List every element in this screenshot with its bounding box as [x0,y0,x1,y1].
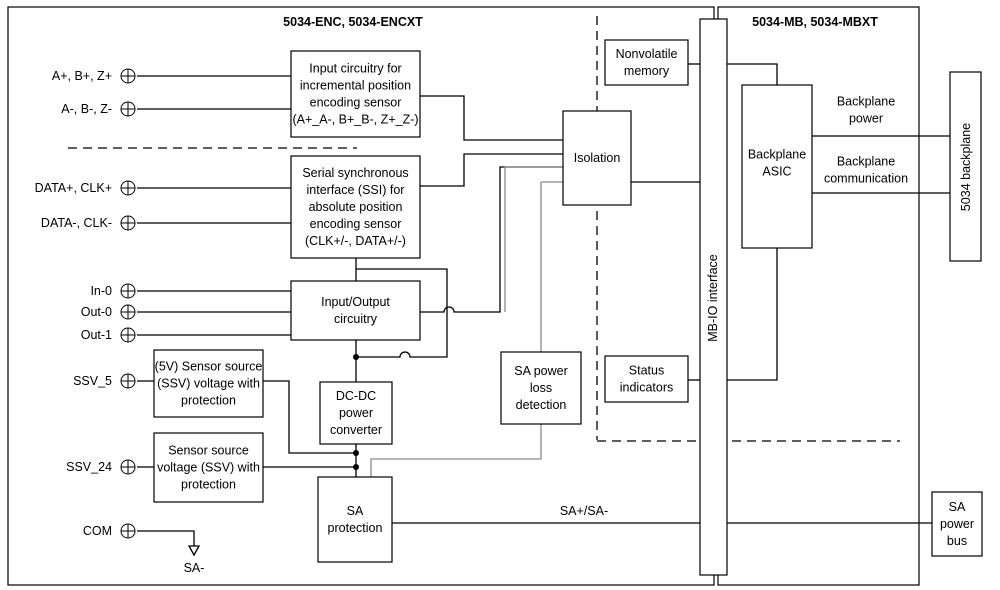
terminal-label: DATA+, CLK+ [35,181,112,195]
sa-power-bus-block-label: power [940,517,974,531]
io-circuitry-block-label: Input/Output [321,295,390,309]
mb-module-title: 5034-MB, 5034-MBXT [752,15,878,29]
sensor-24v-block-label: protection [181,478,236,492]
isolation-block-label: Isolation [574,151,621,165]
terminal-label: SSV_5 [73,374,112,388]
backplane-communication-label: communication [824,172,908,186]
terminal-screw-icon [120,459,136,475]
status-indicators-block-label: indicators [620,381,674,395]
status-indicators-block-label: Status [629,364,664,378]
sensor-5v-block-label: (5V) Sensor source [155,360,263,374]
terminal-screw-icon [120,327,136,343]
sensor-24v-block-label: voltage (SSV) with [157,461,260,475]
dcdc-converter-block-label: DC-DC [336,389,376,403]
terminal-screw-icon [120,101,136,117]
sa-power-loss-block-label: loss [530,381,552,395]
terminal-label: SSV_24 [66,460,112,474]
backplane-power-label: power [849,112,883,126]
terminal-screw-icon [120,180,136,196]
ssi-block-label: Serial synchronous [302,166,408,180]
mbio-interface-label: MB-IO interface [706,254,720,342]
io-circuitry-block-label: circuitry [334,312,378,326]
junction-dot [353,450,359,456]
backplane-asic-block-label: Backplane [748,148,806,162]
sa-protection-block-label: protection [328,521,383,535]
dcdc-converter-block-label: converter [330,423,382,437]
sa-protection-block-label: SA [347,504,364,518]
enc-module-title: 5034-ENC, 5034-ENCXT [283,15,423,29]
sa-power-bus-block-label: SA [949,500,966,514]
terminal-label: A+, B+, Z+ [52,69,112,83]
terminal-screw-icon [120,283,136,299]
incremental-input-block-label: Input circuitry for [309,62,401,76]
backplane-communication-label: Backplane [837,155,895,169]
terminal-label: DATA-, CLK- [41,216,112,230]
gray-connections [370,166,563,477]
ssi-block-label: interface (SSI) for [307,183,405,197]
sa-power-bus-block-label: bus [947,534,967,548]
block-labels: Input circuitry for incremental position e… [155,47,974,548]
terminal-label: COM [83,524,112,538]
backplane-power-label: Backplane [837,95,895,109]
terminal-screw-icon [120,215,136,231]
terminal-screw-icon [120,373,136,389]
terminal-screw-icon [120,68,136,84]
sensor-24v-block-label: Sensor source [168,444,249,458]
nonvolatile-memory-block-label: memory [624,64,670,78]
junction-dot [353,354,359,360]
terminal-label: Out-0 [81,305,112,319]
sa-line-label: SA+/SA- [560,504,608,518]
nonvolatile-memory-block-label: Nonvolatile [616,47,678,61]
backplane-asic-block-label: ASIC [762,165,791,179]
sa-minus-label: SA- [184,561,205,575]
terminal-label: In-0 [90,284,112,298]
terminal-screw-icon [120,523,136,539]
connections [137,63,950,557]
terminal-label: Out-1 [81,328,112,342]
ssi-block-label: absolute position [309,200,403,214]
terminal-connectors: A+, B+, Z+ A-, B-, Z- DATA+, CLK+ DATA-, CL… [35,68,136,539]
sa-power-loss-block-label: SA power [514,364,568,378]
dcdc-converter-block-label: power [339,406,373,420]
ssi-block-label: encoding sensor [310,217,402,231]
terminal-label: A-, B-, Z- [61,102,112,116]
incremental-input-block-label: encoding sensor [310,96,402,110]
terminal-screw-icon [120,304,136,320]
incremental-input-block-label: (A+_A-, B+_B-, Z+_Z-) [292,113,418,127]
ssi-block-label: (CLK+/-, DATA+/-) [305,234,406,248]
incremental-input-block-label: incremental position [300,79,411,93]
sa-power-loss-block-label: detection [516,398,567,412]
backplane-label: 5034 backplane [959,123,973,211]
sensor-5v-block-label: protection [181,394,236,408]
sensor-5v-block-label: (SSV) voltage with [157,377,260,391]
junction-dot [353,464,359,470]
